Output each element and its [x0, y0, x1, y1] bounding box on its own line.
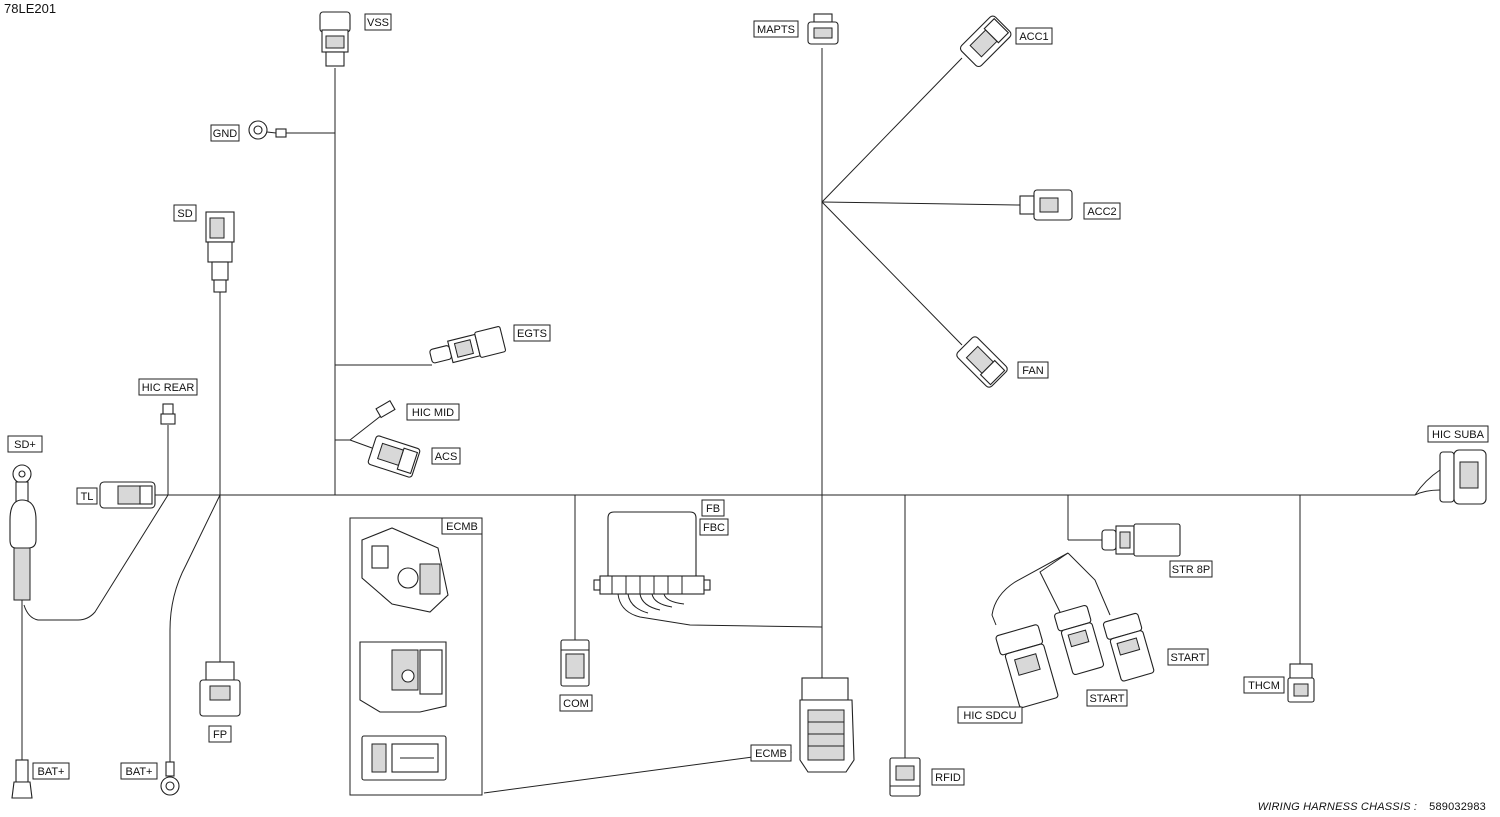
- bat-plus-2-ring-terminal[interactable]: [160, 761, 180, 796]
- label-ecmb: ECMB: [750, 744, 792, 762]
- vss-connector[interactable]: [319, 11, 351, 67]
- mapts-sensor[interactable]: [807, 13, 839, 45]
- label-start-2: START: [1167, 648, 1209, 666]
- rfid-connector[interactable]: [889, 757, 921, 797]
- svg-text:COM: COM: [563, 698, 589, 710]
- hic-rear-connector[interactable]: [160, 403, 176, 425]
- ecmb-part-middle: [359, 641, 447, 713]
- str-8p-connector[interactable]: [1101, 523, 1181, 557]
- label-hic-sdcu: HIC SDCU: [957, 706, 1023, 724]
- start-2-connector[interactable]: [1102, 612, 1155, 683]
- label-hic-rear: HIC REAR: [138, 378, 198, 396]
- hic-sdcu-connector[interactable]: [995, 624, 1059, 709]
- svg-text:BAT+: BAT+: [125, 766, 152, 778]
- ecmb-part-bottom: [361, 735, 447, 781]
- label-sd: SD: [173, 204, 197, 222]
- svg-text:HIC SDCU: HIC SDCU: [963, 710, 1016, 722]
- sd-connector[interactable]: [205, 211, 235, 293]
- svg-text:SD: SD: [177, 208, 192, 220]
- svg-text:HIC SUBA: HIC SUBA: [1432, 429, 1485, 441]
- ecmb-part-top: [361, 527, 449, 613]
- gnd-ring-terminal[interactable]: [248, 120, 287, 140]
- label-sd-plus: SD+: [7, 435, 43, 453]
- svg-text:GND: GND: [213, 128, 238, 140]
- svg-text:SD+: SD+: [14, 439, 36, 451]
- label-start-1: START: [1086, 689, 1128, 707]
- label-tl: TL: [76, 487, 98, 505]
- label-mapts: MAPTS: [753, 20, 799, 38]
- label-thcm: THCM: [1243, 676, 1285, 694]
- svg-text:ACC1: ACC1: [1019, 31, 1048, 43]
- label-ecmb-box: ECMB: [446, 521, 478, 533]
- svg-text:MAPTS: MAPTS: [757, 24, 795, 36]
- tl-connector[interactable]: [99, 481, 156, 509]
- svg-text:VSS: VSS: [367, 17, 389, 29]
- acc2-connector[interactable]: [1019, 189, 1073, 221]
- fan-connector[interactable]: [955, 335, 1009, 389]
- svg-text:ACC2: ACC2: [1087, 206, 1116, 218]
- svg-text:FP: FP: [213, 729, 227, 741]
- acc1-connector[interactable]: [959, 14, 1013, 68]
- svg-text:STR 8P: STR 8P: [1172, 564, 1211, 576]
- label-hic-mid: HIC MID: [406, 403, 460, 421]
- com-connector[interactable]: [560, 639, 590, 687]
- label-gnd: GND: [210, 124, 240, 142]
- svg-text:RFID: RFID: [935, 772, 961, 784]
- footer-part-number: 589032983: [1429, 801, 1486, 813]
- svg-text:FAN: FAN: [1022, 365, 1043, 377]
- label-fbc: FBC: [699, 518, 729, 536]
- label-rfid: RFID: [931, 768, 965, 786]
- svg-text:ACS: ACS: [435, 451, 458, 463]
- svg-text:FB: FB: [706, 503, 720, 515]
- label-hic-suba: HIC SUBA: [1427, 425, 1489, 443]
- svg-text:FBC: FBC: [703, 522, 725, 534]
- label-fp: FP: [208, 725, 232, 743]
- svg-text:THCM: THCM: [1248, 680, 1280, 692]
- svg-text:HIC MID: HIC MID: [412, 407, 454, 419]
- sd-plus-terminal[interactable]: [9, 464, 37, 601]
- drawing-footer: WIRING HARNESS CHASSIS : 589032983: [1258, 801, 1486, 813]
- ecmb-main-connector[interactable]: [799, 677, 855, 773]
- hic-suba-connector[interactable]: [1414, 449, 1487, 505]
- label-acs: ACS: [431, 447, 461, 465]
- fb-fuse-box[interactable]: [593, 511, 711, 595]
- label-acc2: ACC2: [1083, 202, 1121, 220]
- svg-text:START: START: [1170, 652, 1205, 664]
- acs-connector[interactable]: [367, 435, 421, 478]
- harness-wires: [21, 48, 1415, 794]
- svg-text:BAT+: BAT+: [37, 766, 64, 778]
- svg-text:ECMB: ECMB: [446, 521, 478, 533]
- diagram-ref-code: 78LE201: [4, 1, 57, 16]
- start-1-connector[interactable]: [1054, 604, 1105, 676]
- svg-text:START: START: [1089, 693, 1124, 705]
- fp-connector[interactable]: [199, 661, 241, 717]
- label-fan: FAN: [1017, 361, 1049, 379]
- label-bat-plus-2: BAT+: [120, 762, 158, 780]
- svg-text:ECMB: ECMB: [755, 748, 787, 760]
- label-bat-plus-1: BAT+: [32, 762, 70, 780]
- label-fb: FB: [701, 499, 725, 517]
- thcm-connector[interactable]: [1287, 663, 1315, 703]
- svg-text:HIC REAR: HIC REAR: [142, 382, 195, 394]
- label-acc1: ACC1: [1015, 27, 1053, 45]
- label-com: COM: [559, 694, 593, 712]
- label-egts: EGTS: [513, 324, 551, 342]
- bat-plus-1-terminal[interactable]: [11, 759, 33, 799]
- footer-title: WIRING HARNESS CHASSIS :: [1257, 801, 1418, 813]
- svg-text:TL: TL: [81, 491, 94, 503]
- egts-connector[interactable]: [428, 326, 507, 369]
- label-vss: VSS: [364, 13, 392, 31]
- svg-text:EGTS: EGTS: [517, 328, 547, 340]
- ecmb-exploded-box: [349, 517, 483, 796]
- label-str-8p: STR 8P: [1169, 560, 1213, 578]
- hic-mid-connector[interactable]: [375, 400, 396, 419]
